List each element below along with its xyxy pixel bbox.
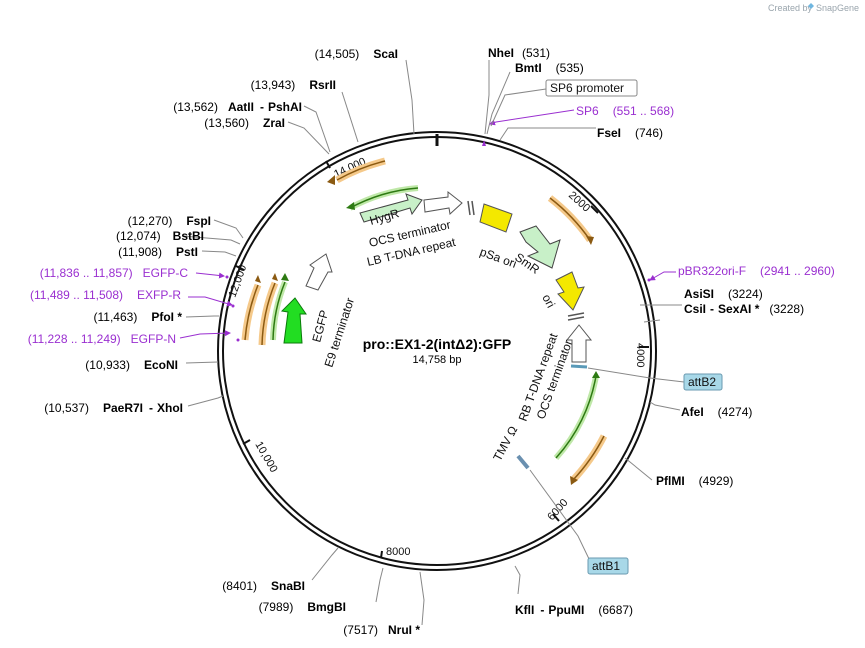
ori-label: ori	[539, 292, 558, 310]
hygr-arrow	[359, 193, 423, 223]
smr-arrow	[519, 225, 561, 269]
attb2-label: attB2	[688, 375, 716, 389]
site-kfli: KflI-PpuMI(6687)	[515, 603, 633, 617]
e9-terminator-label: E9 terminator	[322, 296, 358, 369]
rb-repeat-marks	[567, 312, 585, 321]
primer-egfp-n: (11,228 .. 11,249)EGFP-N	[28, 332, 176, 346]
site-rsrii: (13,943)RsrII	[251, 78, 336, 92]
credit-brand: SnapGene	[816, 3, 859, 13]
tick-8000	[380, 550, 383, 559]
site-afei: AfeI(4274)	[681, 405, 752, 419]
backbone-outer	[217, 131, 657, 571]
e9-terminator-arrow	[305, 253, 333, 291]
primer-exfp-r: (11,489 .. 11,508)EXFP-R	[30, 288, 181, 302]
site-snabi: (8401)SnaBI	[222, 579, 305, 593]
site-fsei: FseI(746)	[597, 126, 663, 140]
orf-arc-lower-right	[570, 434, 608, 483]
lb-repeat-marks	[467, 200, 475, 216]
site-nrui: (7517)NruI *	[343, 623, 420, 637]
tick-2000	[590, 205, 599, 214]
site-bmti: BmtI(535)	[515, 61, 584, 75]
tmv-omega-mark	[516, 454, 530, 470]
site-nhei: NheI(531)	[488, 46, 550, 60]
attb1-label: attB1	[592, 559, 620, 573]
site-paer7i: (10,537)PaeR7I-XhoI	[44, 401, 183, 415]
ocs-terminator-top-arrow	[423, 190, 463, 215]
plasmid-name: pro::EX1-2(intΔ2):GFP	[363, 336, 512, 352]
tick-10000	[242, 439, 251, 445]
tick-14000	[325, 160, 331, 169]
orf-arrowheads	[255, 175, 594, 485]
site-pfoi: (11,463)PfoI *	[94, 310, 183, 324]
egfp-arrow	[280, 297, 307, 344]
site-bstbi: (12,074)BstBI	[116, 229, 204, 243]
tick-label-8000: 8000	[386, 546, 410, 558]
tick-6000	[552, 513, 560, 522]
primer-marks	[225, 140, 651, 342]
green-arrowheads	[281, 202, 600, 378]
tick-marks	[235, 160, 649, 559]
credit-text: Created by	[768, 3, 813, 13]
site-psti: (11,908)PstI	[118, 245, 198, 259]
tick-12000	[235, 265, 245, 271]
sp6-promoter-callout: SP6 promoter	[490, 79, 638, 127]
plasmid-size: 14,758 bp	[413, 354, 462, 366]
psa-ori-box	[479, 203, 513, 233]
site-bmgbi: (7989)BmgBI	[259, 600, 346, 614]
sp6-promoter-label: SP6 promoter	[550, 81, 624, 95]
site-fspi: (12,270)FspI	[128, 214, 211, 228]
tick-label-10000: 10,000	[252, 440, 279, 475]
green-arcs	[270, 185, 599, 461]
site-leaders	[181, 59, 682, 626]
site-scai: (14,505)ScaI	[315, 47, 398, 61]
site-econi: (10,933)EcoNI	[85, 358, 178, 372]
tick-label-4000: 4000	[634, 343, 646, 367]
egfp-label: EGFP	[309, 309, 331, 344]
orf-arc-left-1	[241, 283, 262, 341]
psa-ori-label: pSa ori	[478, 245, 519, 271]
attb2-mark	[570, 364, 588, 369]
site-csii: CsiI-SexAI *(3228)	[684, 302, 804, 316]
tmv-omega-label: TMV Ω	[490, 424, 520, 464]
site-pflmi: PflMI(4929)	[656, 474, 733, 488]
attb2-callout: attB2	[587, 367, 723, 391]
primer-sp6: SP6(551 .. 568)	[576, 104, 674, 118]
primer-pbr322ori-f: pBR322ori-F(2941 .. 2960)	[678, 264, 835, 278]
ori-arrow	[555, 271, 585, 311]
primer-egfp-c: (11,836 .. 11,857)EGFP-C	[40, 266, 189, 280]
ocs-terminator-right-arrow	[565, 324, 593, 363]
snapgene-logo-icon	[808, 3, 814, 9]
site-aatii: (13,562)AatII-PshAI	[173, 100, 302, 114]
site-asisi: AsiSI(3224)	[684, 287, 763, 301]
attb1-callout: attB1	[529, 469, 629, 575]
site-zrai: (13,560)ZraI	[204, 116, 285, 130]
